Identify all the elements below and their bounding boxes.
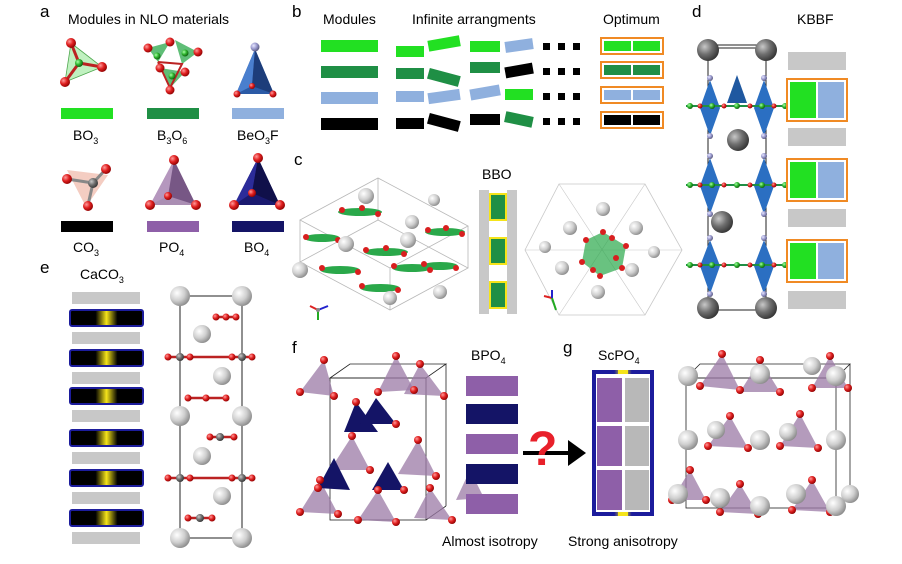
- panel-f-letter: f: [292, 338, 297, 357]
- co3-molecule-icon: [62, 164, 111, 211]
- panel-d: d KBBF: [686, 2, 848, 319]
- panel-f-bpo4-label: BPO4: [471, 347, 506, 366]
- panel-d-kbbf-label: KBBF: [797, 11, 834, 27]
- panel-c-letter: c: [294, 150, 303, 169]
- panel-e: e CaCO3: [40, 258, 256, 548]
- axis-indicator-icon: [309, 305, 329, 320]
- panel-b-modules-header: Modules: [323, 11, 376, 27]
- infinite-arrangement-row-1: [396, 35, 534, 57]
- panel-g: g ScPO4 Strong anisotropy: [563, 338, 859, 549]
- transition-arrow-icon: ?: [523, 423, 586, 476]
- panel-c: c: [292, 150, 683, 320]
- po4-label: PO4: [159, 239, 184, 258]
- bo4-color-bar: [232, 221, 284, 232]
- po4-tetrahedron-icon: [145, 155, 201, 210]
- bpo4-tetrahedra: [296, 352, 484, 526]
- infinite-arrangement-row-3: [396, 84, 533, 105]
- b3o6-label: B3O6: [157, 127, 187, 146]
- bbo-layer-stack: [479, 190, 517, 314]
- panel-b: b Modules Infinite arrangments Optimum: [292, 2, 664, 132]
- panel-a-letter: a: [40, 2, 50, 21]
- panel-a: a Modules in NLO materials: [40, 2, 285, 258]
- bo3-color-bar: [61, 108, 113, 119]
- panel-e-letter: e: [40, 258, 49, 277]
- po4-color-bar: [147, 221, 199, 232]
- caco3-carbonate-groups: [164, 313, 256, 522]
- panel-f-caption: Almost isotropy: [442, 533, 538, 549]
- continuation-dots: [543, 43, 580, 125]
- panel-g-scpo4-label: ScPO4: [598, 347, 640, 366]
- panel-d-letter: d: [692, 2, 701, 21]
- module-bar-beo3f: [321, 92, 378, 104]
- caco3-calcium-atoms: [170, 286, 252, 548]
- kbbf-layer-stack: [786, 52, 848, 309]
- bo3-label: BO3: [73, 127, 98, 146]
- infinite-arrangement-row-2: [396, 62, 534, 87]
- bbo-ring-layers: [303, 205, 465, 293]
- panel-e-caco3-label: CaCO3: [80, 266, 124, 285]
- scpo4-layer-stack: [592, 370, 654, 516]
- bpo4-layer-stack: [466, 376, 518, 514]
- panel-b-optimum-header: Optimum: [603, 11, 660, 27]
- panel-a-title: Modules in NLO materials: [68, 11, 229, 27]
- module-bar-co3: [321, 118, 378, 130]
- axis-indicator-icon: [543, 290, 557, 311]
- panel-g-letter: g: [563, 338, 572, 357]
- optimum-stack: [600, 37, 664, 129]
- panel-b-letter: b: [292, 2, 301, 21]
- caco3-layer-stack: [69, 292, 144, 544]
- b3o6-color-bar: [147, 108, 199, 119]
- bo4-label: BO4: [244, 239, 269, 258]
- panel-b-infinite-header: Infinite arrangments: [412, 11, 536, 27]
- module-bar-b3o6: [321, 66, 378, 78]
- scpo4-scandium-atoms: [668, 357, 859, 516]
- kbbf-layers: [686, 75, 788, 297]
- beo3f-label: BeO3F: [237, 127, 279, 146]
- bbo-hexagonal-projection: [524, 183, 683, 316]
- b3o6-molecule-icon: [143, 37, 203, 95]
- question-mark: ?: [528, 423, 557, 476]
- co3-label: CO3: [73, 239, 99, 258]
- panel-f: f: [292, 338, 538, 549]
- bo3-molecule-icon: [60, 38, 107, 87]
- bbo-barium-atoms: [292, 188, 447, 305]
- beo3f-tetrahedron-icon: [233, 42, 277, 98]
- panel-g-caption: Strong anisotropy: [568, 533, 678, 549]
- co3-color-bar: [61, 221, 113, 232]
- beo3f-color-bar: [232, 108, 284, 119]
- bo4-tetrahedron-icon: [229, 153, 285, 210]
- module-bar-bo3: [321, 40, 378, 52]
- infinite-arrangement-row-4: [396, 111, 534, 132]
- panel-c-bbo-label: BBO: [482, 166, 512, 182]
- kbbf-potassium-atoms: [697, 39, 777, 319]
